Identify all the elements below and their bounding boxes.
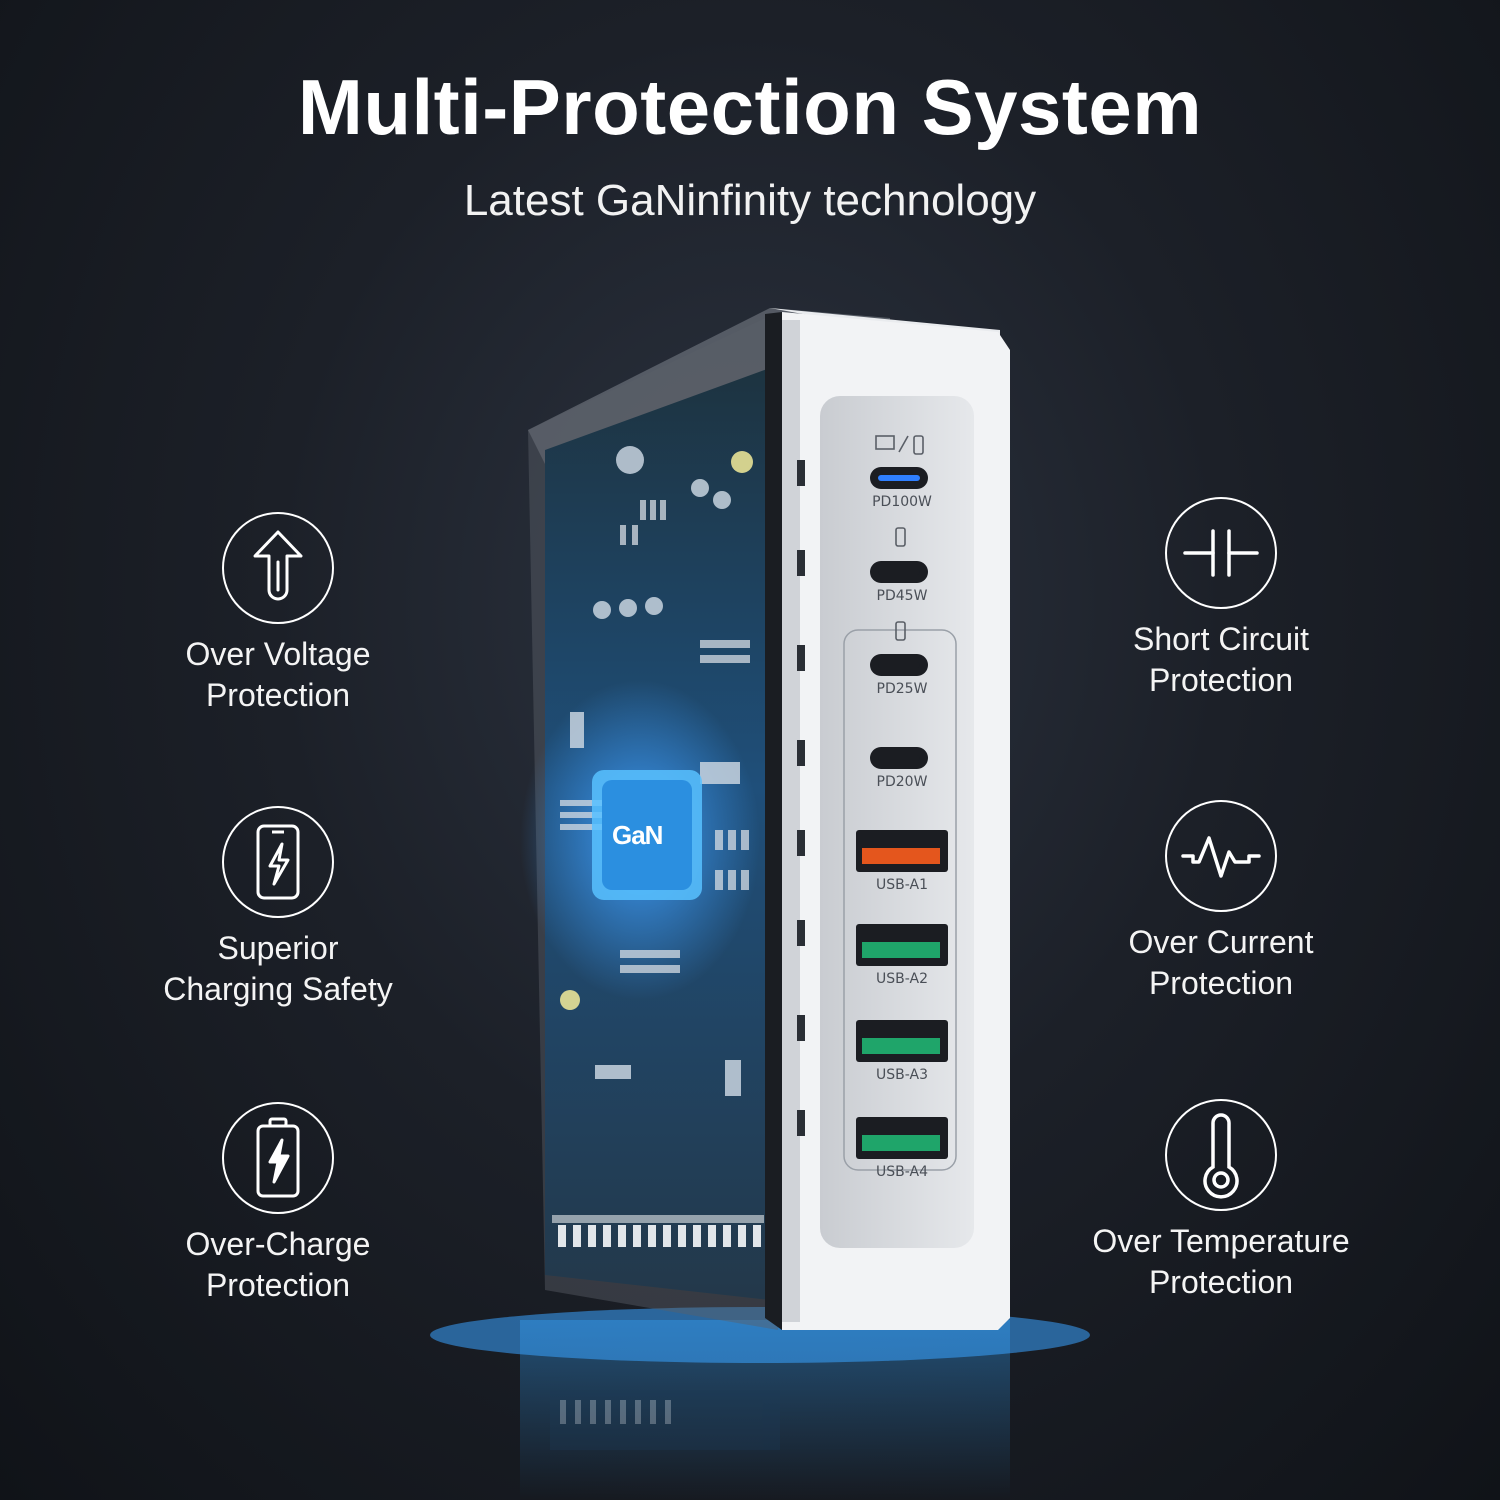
feature-label-line2: Protection — [1148, 1264, 1294, 1300]
feature-over-charge: Over-Charge Protection — [98, 1102, 458, 1306]
feature-short-circuit: Short Circuit Protection — [1041, 497, 1401, 701]
feature-label-line2: Charging Safety — [163, 971, 393, 1007]
feature-label-line1: Over Temperature — [1092, 1223, 1350, 1259]
port-list — [856, 467, 948, 1159]
feature-label-line2: Protection — [1148, 662, 1294, 698]
port-label: PD20W — [876, 774, 928, 790]
usb-c-port — [870, 467, 928, 489]
port-label: USB-A4 — [876, 1164, 928, 1180]
feature-superior-charging-safety: Superior Charging Safety — [98, 806, 458, 1010]
phone-bolt-icon — [222, 806, 334, 918]
feature-over-voltage: Over Voltage Protection — [98, 512, 458, 716]
feature-label-line2: Protection — [205, 1267, 351, 1303]
usb-c-port-tongue — [878, 662, 920, 668]
port-label: USB-A1 — [876, 877, 928, 893]
feature-label-line1: Over-Charge — [185, 1226, 371, 1262]
feature-label-line1: Short Circuit — [1132, 621, 1310, 657]
usb-c-port-tongue — [878, 475, 920, 481]
usb-a-port-tongue — [862, 1038, 940, 1054]
feature-label-line1: Over Current — [1128, 924, 1314, 960]
usb-a-port — [856, 830, 948, 872]
battery-bolt-icon — [222, 1102, 334, 1214]
gan-chip-label: GaN — [612, 820, 663, 850]
capacitor-icon — [1165, 497, 1277, 609]
page-title: Multi-Protection System — [297, 63, 1203, 151]
usb-c-port — [870, 561, 928, 583]
feature-label-line1: Over Voltage — [185, 636, 371, 672]
feature-label-line2: Protection — [205, 677, 351, 713]
port-label: PD45W — [876, 588, 928, 604]
usb-c-port — [870, 654, 928, 676]
page-subtitle: Latest GaNinfinity technology — [463, 176, 1037, 225]
pulse-icon — [1165, 800, 1277, 912]
port-label: USB-A2 — [876, 971, 928, 987]
port-label: PD25W — [876, 681, 928, 697]
feature-label-line1: Superior — [217, 930, 339, 966]
port-label: PD100W — [872, 494, 932, 510]
feature-over-temperature: Over Temperature Protection — [1041, 1099, 1401, 1303]
usb-a-port-tongue — [862, 1135, 940, 1151]
usb-c-port-tongue — [878, 755, 920, 761]
usb-a-port — [856, 1117, 948, 1159]
usb-a-port — [856, 924, 948, 966]
usb-a-port — [856, 1020, 948, 1062]
usb-c-port — [870, 747, 928, 769]
thermometer-icon — [1165, 1099, 1277, 1211]
feature-label-line2: Protection — [1148, 965, 1294, 1001]
usb-a-port-tongue — [862, 848, 940, 864]
feature-over-current: Over Current Protection — [1041, 800, 1401, 1004]
usb-c-port-tongue — [878, 569, 920, 575]
arrow-up-icon — [222, 512, 334, 624]
port-label: USB-A3 — [876, 1067, 928, 1083]
usb-a-port-tongue — [862, 942, 940, 958]
